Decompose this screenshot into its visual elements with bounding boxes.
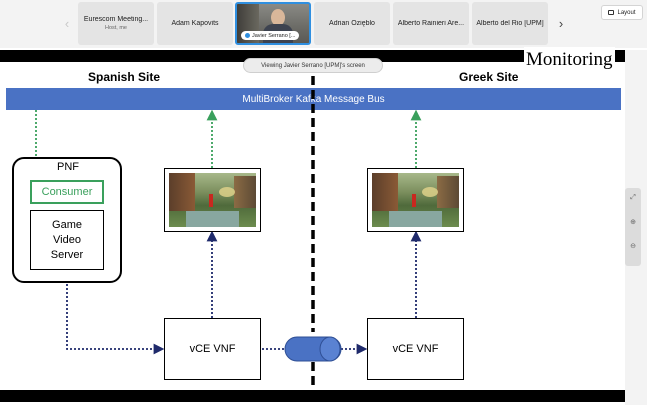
greek-site-title: Greek Site [459, 70, 519, 84]
network-tunnel-icon [284, 336, 342, 362]
game-server-line: Server [50, 248, 84, 261]
participant-strip: ‹ Eurescom Meeting... Host, me Adam Kapo… [0, 0, 647, 48]
pnf-label: PNF [57, 161, 79, 173]
letterbox-top [0, 50, 625, 62]
layout-button[interactable]: Layout [601, 5, 643, 20]
slide-monitoring-label: Monitoring [524, 47, 615, 72]
vce-vnf-left: vCE VNF [164, 318, 261, 380]
game-scene-image [372, 173, 459, 227]
layout-icon [608, 10, 615, 15]
zoom-in-icon[interactable]: ⊕ [630, 219, 636, 226]
consumer-box: Consumer [30, 180, 104, 204]
game-stream-thumbnail-right [367, 168, 464, 232]
screen-share-banner: Viewing Javier Serrano [UPM]'s screen [243, 58, 383, 73]
zoom-out-icon[interactable]: ⊖ [630, 243, 636, 250]
vnf-label: vCE VNF [189, 343, 236, 355]
participant-tile[interactable]: Adrian Ozięblo [314, 2, 390, 45]
consumer-label: Consumer [41, 186, 93, 198]
server-to-vnf-link [66, 272, 165, 355]
game-scene-image [169, 173, 256, 227]
chevron-left-icon[interactable]: ‹ [64, 15, 70, 31]
screen-share-banner-text: Viewing Javier Serrano [UPM]'s screen [261, 62, 365, 69]
layout-label: Layout [617, 9, 636, 16]
spanish-site-title: Spanish Site [88, 70, 161, 84]
game-server-line: Video [53, 233, 81, 246]
letterbox-bottom [0, 390, 625, 402]
game-video-server-box: Game Video Server [30, 210, 104, 270]
participant-tile-host[interactable]: Eurescom Meeting... Host, me [78, 2, 154, 45]
vnf-label: vCE VNF [392, 343, 439, 355]
screen-controls-panel: ⤢ ⊕ ⊖ [625, 188, 641, 266]
participant-name-pill: Javier Serrano [... [241, 31, 300, 40]
participant-tile-active[interactable]: Javier Serrano [... [235, 2, 311, 45]
game-stream-thumbnail-left [164, 168, 261, 232]
participant-role: Host, me [104, 25, 127, 31]
speaking-indicator-icon [245, 33, 250, 38]
participant-tile[interactable]: Adam Kapovits [157, 2, 233, 45]
participant-tile[interactable]: Alberto del Rio [UPM] [472, 2, 548, 45]
participant-name: Javier Serrano [... [252, 32, 296, 39]
game-server-line: Game [52, 218, 82, 231]
expand-icon[interactable]: ⤢ [630, 194, 636, 201]
vce-vnf-right: vCE VNF [367, 318, 464, 380]
participant-tile[interactable]: Alberto Rainieri Are... [393, 2, 469, 45]
chevron-right-icon[interactable]: › [558, 15, 564, 31]
